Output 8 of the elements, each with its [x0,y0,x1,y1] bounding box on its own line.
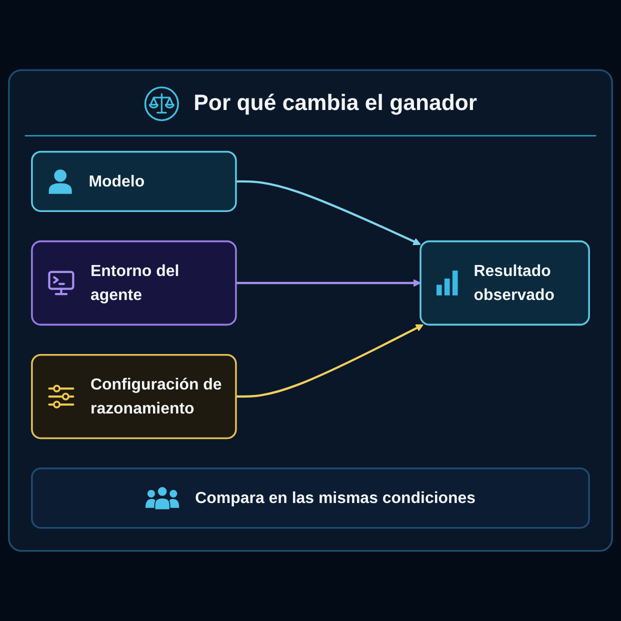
node-box: Entorno del agente [31,240,237,326]
arrow [236,180,421,246]
arrow [236,279,421,287]
node-box: Resultado observado [420,240,590,326]
node-box: Configuración de razonamiento [31,354,237,440]
arrow [236,324,424,398]
node-box: Modelo [31,150,237,212]
node-box: Compara en las mismas condiciones [31,468,590,529]
